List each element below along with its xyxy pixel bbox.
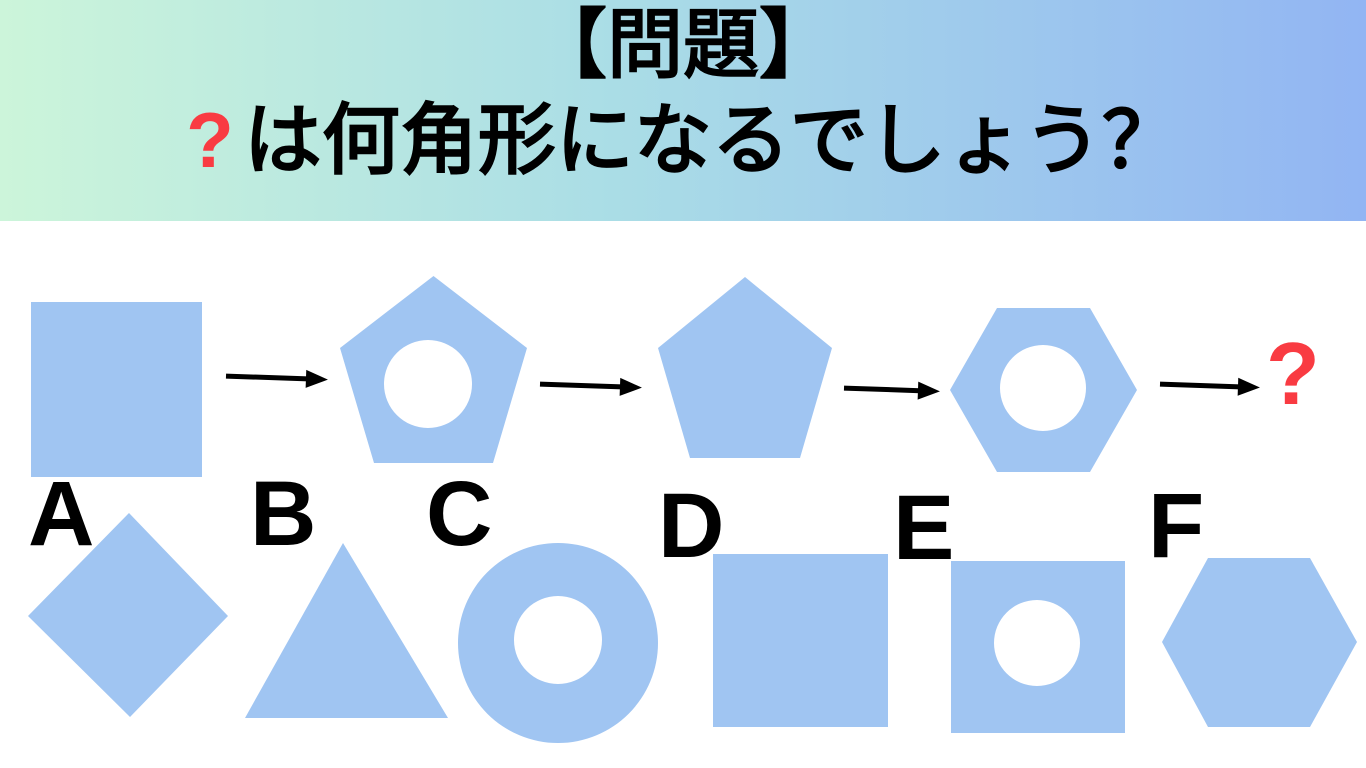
pentagon-icon bbox=[658, 277, 832, 458]
option-label-a: A bbox=[28, 463, 95, 565]
option-label-e: E bbox=[893, 477, 955, 579]
hexagon-icon bbox=[1162, 558, 1357, 727]
arrow-right-icon bbox=[1159, 377, 1260, 396]
square-with-hole-icon bbox=[951, 561, 1125, 733]
square-icon bbox=[713, 554, 888, 727]
ring-icon bbox=[458, 543, 658, 743]
question-mark-prefix: ? bbox=[186, 96, 234, 184]
unknown-shape-question-mark: ? bbox=[1266, 324, 1320, 423]
pentagon-with-hole-icon bbox=[340, 276, 527, 463]
question-text: ?は何角形になるでしょう？ bbox=[0, 96, 1366, 186]
option-label-c: C bbox=[426, 463, 493, 565]
square-shape-icon bbox=[31, 302, 202, 477]
diamond-icon bbox=[28, 513, 228, 717]
header-band: 【問題】 ?は何角形になるでしょう？ bbox=[0, 0, 1366, 221]
question-body: は何角形になるでしょう？ bbox=[243, 96, 1180, 184]
arrow-right-icon bbox=[539, 377, 642, 396]
hexagon-with-hole-icon bbox=[950, 308, 1137, 472]
option-label-b: B bbox=[250, 463, 317, 565]
arrow-right-icon bbox=[225, 369, 328, 388]
arrow-right-icon bbox=[843, 381, 940, 400]
option-label-f: F bbox=[1148, 475, 1205, 577]
page-title: 【問題】 bbox=[531, 3, 835, 88]
triangle-icon bbox=[245, 543, 448, 718]
